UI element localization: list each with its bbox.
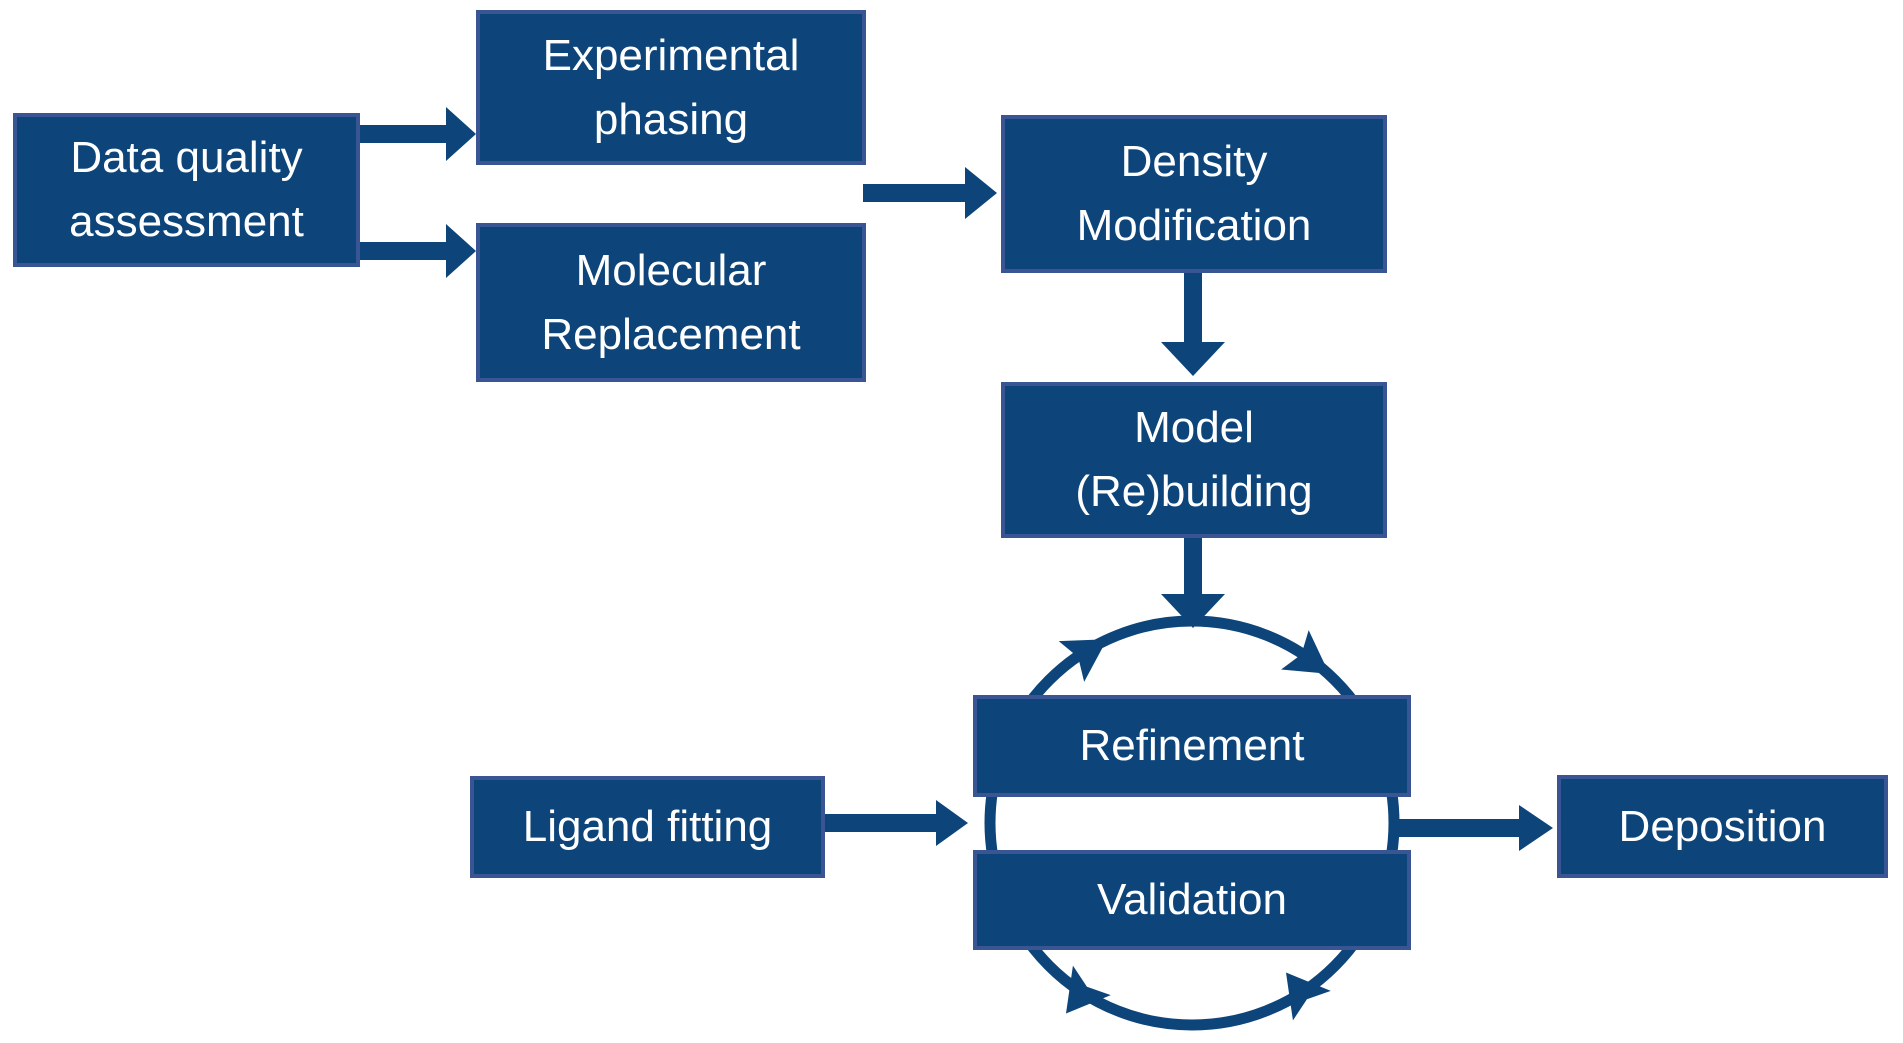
node-label-line: assessment <box>69 197 304 246</box>
node-label-line: Data quality <box>70 133 303 182</box>
arrow-cycle-to-deposition <box>1398 805 1553 851</box>
node-label-line: Model <box>1134 403 1254 452</box>
node-label-line: Molecular <box>575 245 767 295</box>
arrow-data-quality-to-experimental-phasing <box>360 107 476 161</box>
node-label-line: (Re)building <box>1075 467 1313 516</box>
node-label-line: Refinement <box>1079 721 1305 770</box>
arrow-phasing-to-density-modification <box>863 167 997 219</box>
node-refinement: Refinement <box>973 695 1411 797</box>
node-data-quality-assessment: Data quality assessment <box>13 113 360 267</box>
cycle-circle <box>984 615 1400 1031</box>
node-label-line: Replacement <box>541 309 801 359</box>
arrow-density-modification-to-model-rebuilding <box>1161 270 1225 376</box>
arrow-data-quality-to-molecular-replacement <box>360 224 476 278</box>
node-model-rebuilding: Model (Re)building <box>1001 382 1387 538</box>
node-ligand-fitting: Ligand fitting <box>470 776 825 878</box>
node-label-line: Modification <box>1076 201 1312 250</box>
cycle-arrowhead-bottom-left <box>1065 965 1111 1014</box>
node-deposition: Deposition <box>1557 775 1888 878</box>
node-label-line: Deposition <box>1618 801 1827 851</box>
node-label-line: Density <box>1120 137 1268 186</box>
node-density-modification: Density Modification <box>1001 115 1387 273</box>
node-experimental-phasing: Experimental phasing <box>476 10 866 165</box>
node-label-line: phasing <box>593 94 749 144</box>
node-label-line: Experimental <box>542 30 800 80</box>
node-label-line: Validation <box>1097 875 1287 924</box>
node-validation: Validation <box>973 850 1411 950</box>
arrow-model-rebuilding-to-cycle <box>1161 538 1225 628</box>
arrow-ligand-fitting-to-cycle <box>825 800 968 846</box>
node-label-line: Ligand fitting <box>522 802 773 851</box>
node-molecular-replacement: Molecular Replacement <box>476 223 866 382</box>
cycle-arrowhead-top-right <box>1281 630 1330 674</box>
cycle-arrowhead-top-left <box>1058 639 1108 682</box>
cycle-arrowhead-bottom-right <box>1285 972 1331 1021</box>
